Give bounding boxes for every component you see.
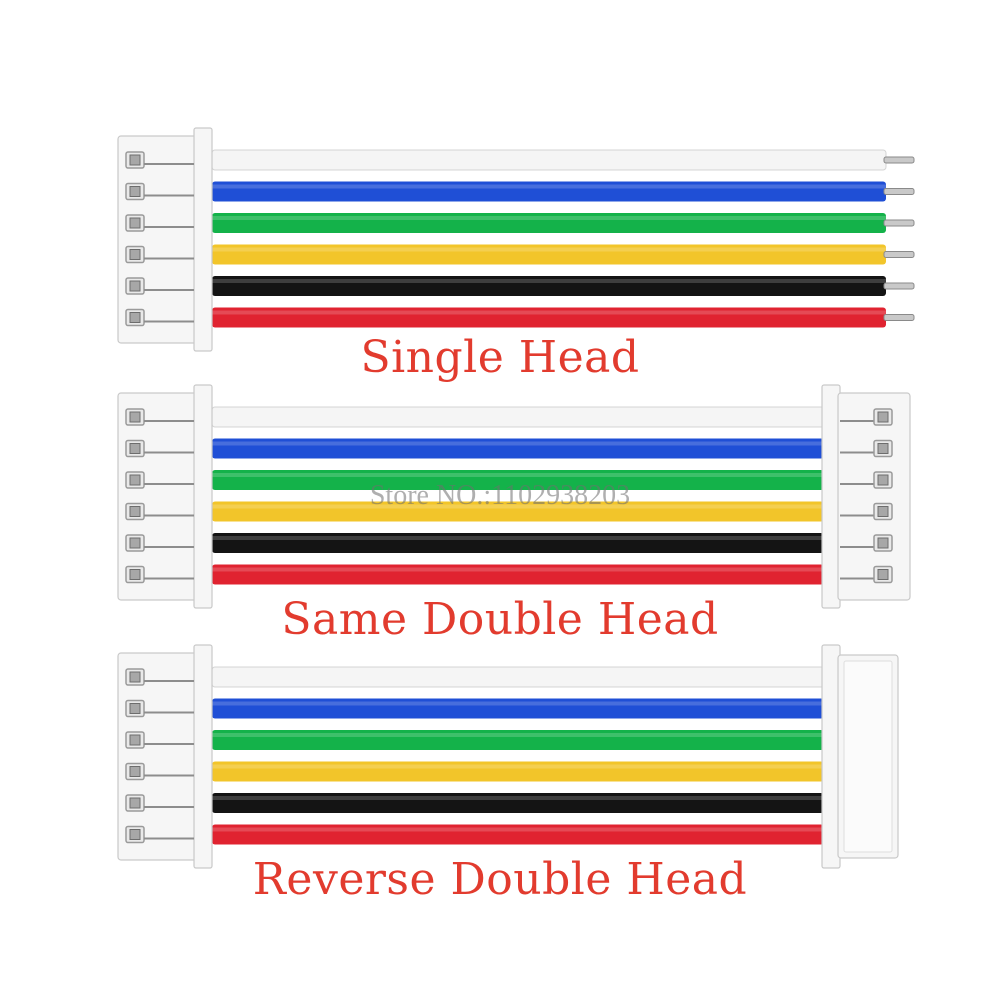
crimp-terminal	[129, 186, 141, 197]
reverse-double-head-cable-right-housing-face	[843, 660, 893, 853]
wire	[212, 698, 824, 719]
wire	[212, 181, 886, 202]
wire-highlight	[212, 827, 824, 832]
caption-reverse-double-head: Reverse Double Head	[252, 854, 748, 905]
crimp-terminal	[129, 280, 141, 292]
wire	[212, 307, 886, 328]
wire	[212, 730, 824, 750]
crimp-terminal	[877, 474, 889, 486]
wire-highlight	[212, 441, 824, 446]
wire	[212, 213, 886, 233]
same-double-head-cable-left-flange	[193, 384, 213, 609]
crimp-terminal	[877, 569, 889, 580]
wire-highlight	[212, 567, 824, 572]
wire-highlight	[212, 504, 824, 509]
tinned-pin	[883, 314, 915, 321]
crimp-terminal	[129, 797, 141, 809]
tinned-pin	[883, 282, 915, 290]
crimp-terminal	[129, 829, 141, 840]
tinned-pin	[883, 251, 915, 258]
crimp-terminal	[129, 249, 141, 260]
tinned-pin	[883, 188, 915, 195]
crimp-terminal	[129, 506, 141, 517]
crimp-terminal	[129, 217, 141, 229]
wire	[212, 276, 886, 296]
wire-highlight	[212, 184, 886, 189]
wire-highlight	[212, 796, 824, 800]
crimp-terminal	[129, 537, 141, 549]
crimp-terminal	[877, 443, 889, 454]
wire-highlight	[212, 764, 824, 769]
wire	[212, 501, 824, 522]
crimp-terminal	[129, 569, 141, 580]
single-head-cable-left-flange	[193, 127, 213, 352]
wire	[212, 244, 886, 265]
crimp-terminal	[129, 154, 141, 166]
crimp-terminal	[129, 703, 141, 714]
wire-highlight	[212, 701, 824, 706]
crimp-terminal	[129, 671, 141, 683]
store-watermark: Store NO.:1102938203	[369, 480, 631, 511]
crimp-terminal	[129, 443, 141, 454]
single-head-cable	[117, 127, 915, 352]
wire-highlight	[212, 216, 886, 220]
tinned-pin	[883, 219, 915, 227]
wire	[212, 824, 824, 845]
wire-highlight	[212, 310, 886, 315]
crimp-terminal	[877, 506, 889, 517]
caption-same-double-head: Same Double Head	[281, 594, 719, 645]
wire	[212, 793, 824, 813]
crimp-terminal	[877, 411, 889, 423]
wire-highlight	[212, 473, 824, 477]
wire	[212, 761, 824, 782]
tinned-pin	[883, 156, 915, 164]
crimp-terminal	[129, 734, 141, 746]
wire	[212, 470, 824, 490]
same-double-head-cable	[117, 384, 911, 609]
wire-highlight	[212, 536, 824, 540]
wire-highlight	[212, 247, 886, 252]
crimp-terminal	[129, 411, 141, 423]
crimp-terminal	[877, 537, 889, 549]
reverse-double-head-cable	[117, 644, 899, 869]
crimp-terminal	[129, 312, 141, 323]
caption-single-head: Single Head	[360, 332, 640, 383]
wire-highlight	[212, 279, 886, 283]
wire	[212, 533, 824, 553]
crimp-terminal	[129, 474, 141, 486]
wire-highlight	[212, 733, 824, 737]
reverse-double-head-cable-right-flange	[821, 644, 841, 869]
wire	[212, 438, 824, 459]
reverse-double-head-cable-left-flange	[193, 644, 213, 869]
crimp-terminal	[129, 766, 141, 777]
wire	[212, 564, 824, 585]
